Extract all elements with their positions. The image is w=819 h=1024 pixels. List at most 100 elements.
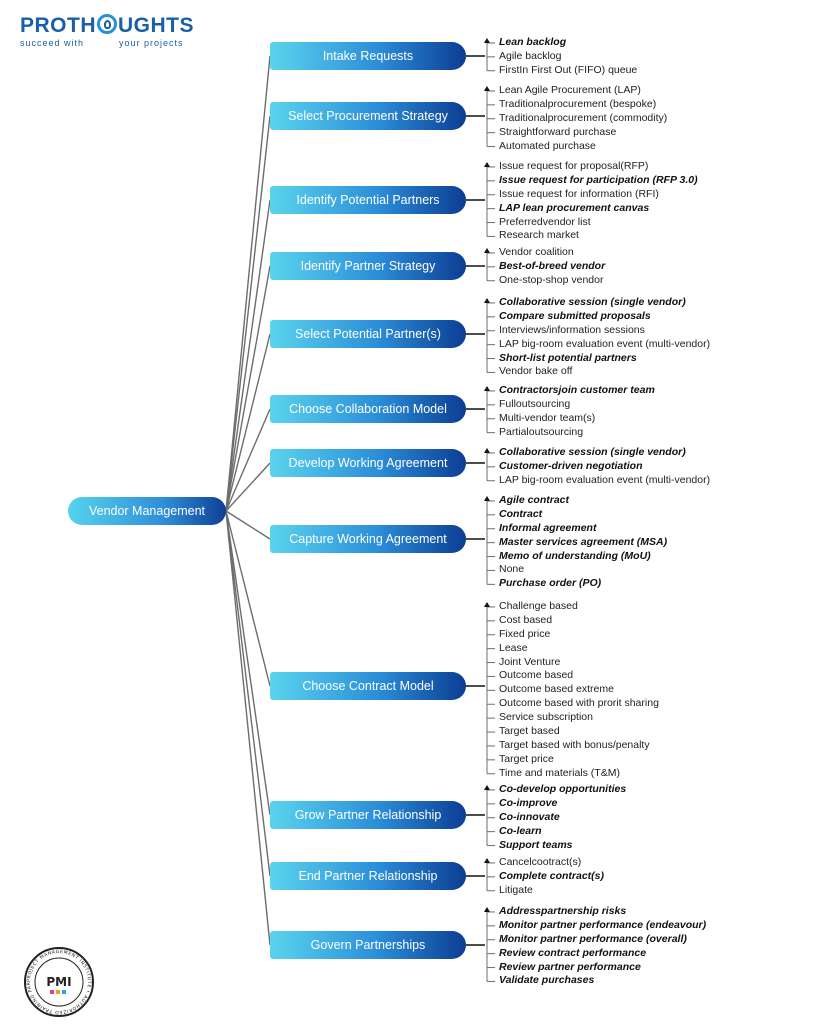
root-branch-line xyxy=(225,55,271,512)
option-item: Multi-vendor team(s) xyxy=(499,411,596,424)
category-label: Develop Working Agreement xyxy=(288,456,448,470)
option-item: Partialoutsourcing xyxy=(499,425,584,438)
root-label: Vendor Management xyxy=(88,504,206,518)
option-item: Service subscription xyxy=(499,711,593,724)
logo-pro: PRO xyxy=(20,14,68,37)
bracket-arrow-icon xyxy=(484,37,490,43)
option-item: Straightforward purchase xyxy=(499,125,617,138)
category-label: Choose Collaboration Model xyxy=(289,402,447,416)
category-label: Capture Working Agreement xyxy=(289,532,447,546)
option-item: Co-develop opportunities xyxy=(499,783,627,795)
root-branch-line xyxy=(225,462,271,512)
root-branch-line xyxy=(225,333,271,512)
option-item: Litigate xyxy=(499,883,533,896)
option-item: Monitor partner performance (endeavour) xyxy=(499,918,707,931)
option-item: LAP lean procurement canvas xyxy=(499,201,650,214)
bracket-arrow-icon xyxy=(484,447,490,453)
option-list: Lean Agile Procurement (LAP)Traditionalp… xyxy=(499,84,667,153)
option-item: Memo of understanding (MoU) xyxy=(499,549,651,562)
option-item: Compare submitted proposals xyxy=(499,309,651,322)
bracket-arrow-icon xyxy=(484,161,490,167)
option-item: None xyxy=(499,563,525,576)
category-label: Intake Requests xyxy=(322,49,414,63)
option-item: Contract xyxy=(499,507,543,520)
category-node: Intake Requests xyxy=(270,42,466,70)
option-item: Collaborative session (single vendor) xyxy=(499,446,686,458)
option-item: Fixed price xyxy=(499,627,551,640)
option-item: Lean backlog xyxy=(499,36,567,48)
option-item: Best-of-breed vendor xyxy=(499,259,606,272)
option-item: Validate purchases xyxy=(499,974,595,987)
option-item: Customer-driven negotiation xyxy=(499,459,643,472)
badge-mark: PMI xyxy=(46,975,71,989)
option-item: Review partner performance xyxy=(499,960,641,973)
option-item: Target price xyxy=(499,752,554,765)
option-item: Informal agreement xyxy=(499,521,597,534)
option-item: Outcome based xyxy=(499,669,574,682)
option-list: Cancelcootract(s)Complete contract(s)Lit… xyxy=(499,856,604,898)
option-item: Traditionalprocurement (commodity) xyxy=(499,111,668,124)
option-item: Outcome based extreme xyxy=(499,683,614,696)
option-item: Issue request for proposal(RFP) xyxy=(499,160,649,172)
option-item: Traditionalprocurement (bespoke) xyxy=(499,97,657,110)
logo-head-icon xyxy=(97,14,118,34)
option-item: Target based xyxy=(499,725,560,738)
option-list: Issue request for proposal(RFP)Issue req… xyxy=(499,160,698,243)
category-label: Select Procurement Strategy xyxy=(288,109,448,123)
root-branch-line xyxy=(225,115,271,512)
root-branch-line xyxy=(225,265,271,512)
option-item: Research market xyxy=(499,229,579,242)
root-branch-line xyxy=(225,510,271,540)
category-node: Develop Working Agreement xyxy=(270,449,466,477)
option-item: Addresspartnership risks xyxy=(499,905,627,917)
option-item: Short-list potential partners xyxy=(499,351,637,364)
logo-ughts: UGHTS xyxy=(118,14,195,37)
option-item: Agile contract xyxy=(499,494,570,506)
option-list: Collaborative session (single vendor)Cus… xyxy=(499,446,710,488)
category-label: Identify Partner Strategy xyxy=(300,259,436,273)
option-item: FirstIn First Out (FIFO) queue xyxy=(499,63,638,76)
root-branch-line xyxy=(225,408,271,512)
category-label: Grow Partner Relationship xyxy=(294,808,442,822)
bracket-arrow-icon xyxy=(484,906,490,912)
option-item: Support teams xyxy=(499,838,573,851)
option-item: Complete contract(s) xyxy=(499,869,605,882)
option-item: Contractorsjoin customer team xyxy=(499,384,655,396)
category-node: Identify Potential Partners xyxy=(270,186,466,214)
pmi-badge-icon: PROJECT MANAGEMENT INSTITUTE • AUTHORIZE… xyxy=(23,946,94,1017)
category-label: Govern Partnerships xyxy=(310,938,426,952)
option-item: Issue request for participation (RFP 3.0… xyxy=(499,173,698,186)
option-item: LAP big-room evaluation event (multi-ven… xyxy=(499,473,711,486)
option-item: LAP big-room evaluation event (multi-ven… xyxy=(499,337,711,350)
root-branch-line xyxy=(225,199,271,512)
bracket-arrow-icon xyxy=(484,85,490,91)
category-label: End Partner Relationship xyxy=(298,869,438,883)
option-item: Agile backlog xyxy=(499,49,562,62)
option-item: Co-learn xyxy=(499,824,542,837)
bracket-arrow-icon xyxy=(484,297,490,303)
category-label: Select Potential Partner(s) xyxy=(295,327,441,341)
root-branch-line xyxy=(225,510,271,877)
bracket-arrow-icon xyxy=(484,601,490,607)
option-item: One-stop-shop vendor xyxy=(499,273,604,286)
option-item: Cancelcootract(s) xyxy=(499,856,582,868)
logo-tagline: succeed with your projects xyxy=(20,38,184,48)
category-node: Govern Partnerships xyxy=(270,931,466,959)
bracket-arrow-icon xyxy=(484,247,490,253)
root-branch-line xyxy=(225,510,271,946)
category-node: Identify Partner Strategy xyxy=(270,252,466,280)
option-item: Challenge based xyxy=(499,600,578,612)
option-item: Master services agreement (MSA) xyxy=(499,535,668,548)
option-item: Purchase order (PO) xyxy=(499,577,602,590)
bracket-arrow-icon xyxy=(484,857,490,863)
category-node: End Partner Relationship xyxy=(270,862,466,890)
